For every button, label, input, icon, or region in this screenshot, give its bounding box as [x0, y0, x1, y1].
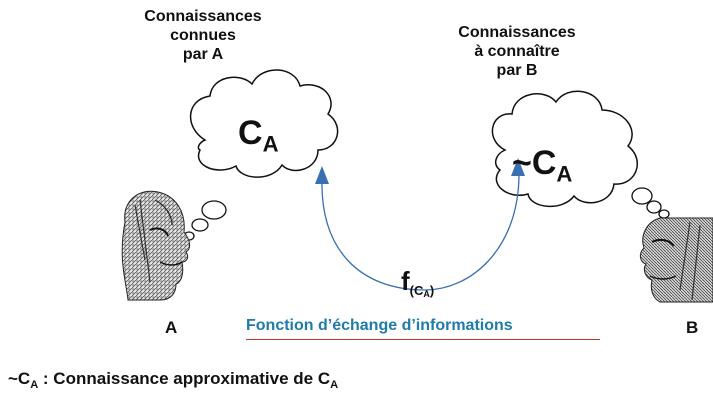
cloud-a-main: C [238, 114, 263, 152]
legend-text-sub: A [330, 378, 339, 391]
legend-term-sub: A [30, 378, 39, 391]
legend-text: : Connaissance approximative de C [38, 369, 331, 388]
function-title: Fonction d’échange d’informations [246, 317, 513, 334]
arrow-head-a [315, 166, 329, 184]
thought-cloud-a [189, 69, 339, 178]
cloud-a-symbol: CA [238, 114, 279, 158]
exchange-arrow [315, 158, 525, 291]
arrow-head-b [511, 158, 525, 176]
knowledge-a-label: Connaissances connues par A [138, 8, 268, 65]
head-b-illustration [639, 217, 713, 303]
cloud-b-sub: A [556, 161, 573, 187]
thought-bubbles-b [631, 187, 670, 219]
knowledge-a-line2: connues [170, 26, 236, 44]
function-open-paren: ( [409, 282, 415, 298]
function-inner-sub: A [423, 288, 430, 299]
legend-term: ~C [8, 369, 31, 388]
knowledge-b-line2: à connaître [474, 42, 560, 60]
function-symbol: f(CA) [401, 266, 434, 298]
legend: ~CA : Connaissance approximative de CA [8, 369, 338, 391]
function-inner: C [414, 282, 424, 298]
function-title-underline [246, 339, 600, 340]
knowledge-a-line3: par A [182, 45, 224, 63]
function-args: (CA) [409, 282, 435, 299]
function-close-paren: ) [429, 282, 435, 298]
function-main: f [401, 266, 410, 296]
knowledge-b-line3: par B [496, 61, 538, 79]
person-b-label: B [686, 318, 699, 337]
knowledge-b-line1: Connaissances [458, 24, 576, 41]
head-a-illustration [121, 190, 191, 301]
cloud-b-main: ~C [512, 144, 557, 182]
thought-bubbles-a [183, 200, 227, 241]
knowledge-b-label: Connaissances à connaître par B [447, 24, 587, 81]
person-a-label: A [165, 318, 178, 337]
knowledge-a-line1: Connaissances [144, 8, 262, 25]
cloud-b-symbol: ~CA [512, 144, 572, 188]
thought-cloud-b [491, 90, 639, 208]
cloud-a-sub: A [262, 131, 279, 157]
